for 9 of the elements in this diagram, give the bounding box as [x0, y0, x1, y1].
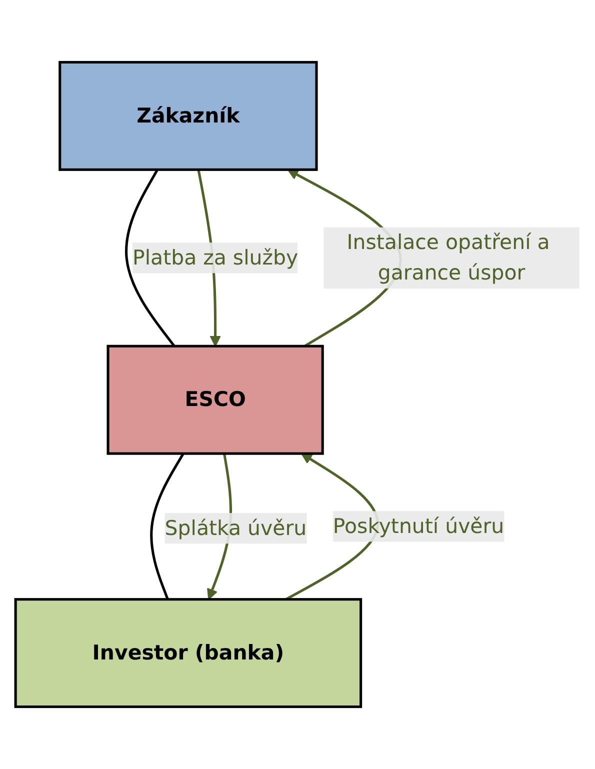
connector	[150, 452, 184, 600]
node-box: Zákazník	[58, 60, 318, 171]
edge-label: Platba za služby	[132, 245, 298, 270]
node-box: ESCO	[106, 344, 324, 455]
node-box: Investor (banka)	[14, 598, 362, 708]
edge-label: Instalace opatření a garance úspor	[346, 230, 550, 285]
edge-label: Splátka úvěru	[164, 516, 307, 540]
edge-label: Poskytnutí úvěru	[332, 514, 504, 538]
connector	[125, 169, 176, 347]
